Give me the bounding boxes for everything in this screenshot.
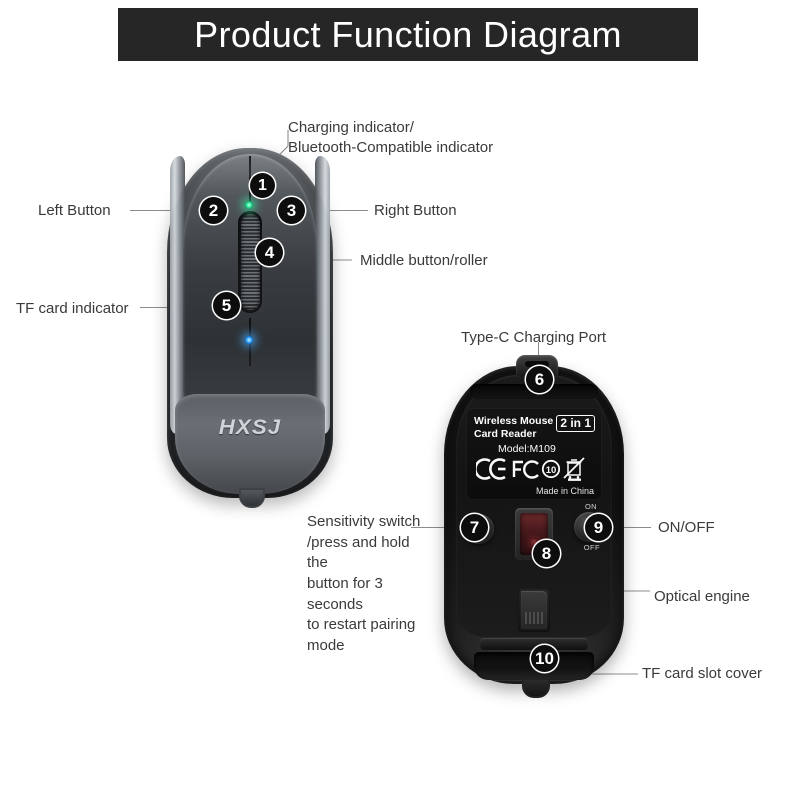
charging-indicator-led — [245, 201, 253, 209]
callout-label-3: Right Button — [374, 202, 457, 219]
mouse-top-right-chrome-rail — [315, 156, 330, 434]
brand-logo: HXSJ — [218, 416, 282, 439]
spec-label-origin: Made in China — [535, 486, 594, 496]
page-title: Product Function Diagram — [194, 13, 622, 55]
callout-badge-5[interactable]: 5 — [213, 292, 240, 319]
mouse-top-left-chrome-rail — [170, 156, 185, 434]
spec-label-line1: Wireless Mouse — [474, 415, 554, 427]
certification-marks-svg: 10 — [474, 457, 585, 481]
power-switch-off-label: OFF — [583, 543, 600, 552]
leader-line-7 — [411, 527, 459, 528]
callout-label-9: ON/OFF — [658, 519, 715, 536]
product-spec-label: Wireless Mouse Card Reader 2 in 1 Model:… — [466, 408, 602, 500]
callout-label-7-line2: /press and hold the — [307, 533, 410, 572]
callout-badge-7[interactable]: 7 — [461, 514, 488, 541]
leader-line-2 — [130, 210, 202, 211]
callout-label-10: TF card slot cover — [642, 665, 763, 682]
leader-line-9 — [597, 527, 651, 528]
two-in-one-badge: 2 in 1 — [556, 415, 595, 433]
weee-bar-icon — [568, 478, 581, 481]
callout-badge-8[interactable]: 8 — [533, 540, 560, 567]
mouse-top-view-illustration: HXSJ — [167, 148, 333, 508]
callout-label-5: TF card indicator — [16, 300, 129, 317]
callout-label-1-line2: Bluetooth-Compatible indicator — [288, 138, 494, 156]
callout-badge-9[interactable]: 9 — [585, 514, 612, 541]
rohs-10-mark-icon: 10 — [541, 459, 561, 479]
type-c-port-slot — [525, 361, 549, 367]
callout-badge-10[interactable]: 10 — [531, 645, 558, 672]
spec-label-model: Model:M109 — [498, 443, 556, 455]
callout-label-1: Charging indicator/ Bluetooth-Compatible… — [288, 118, 493, 158]
certification-marks: 10 — [474, 456, 592, 482]
tf-card-slot — [518, 588, 550, 632]
spec-label-product-name: Wireless Mouse Card Reader — [474, 415, 553, 441]
callout-label-6: Type-C Charging Port — [461, 329, 607, 346]
mouse-bottom-view-illustration: Wireless Mouse Card Reader 2 in 1 Model:… — [444, 355, 624, 698]
spec-label-line2: Card Reader — [474, 428, 537, 441]
callout-badge-4[interactable]: 4 — [256, 239, 283, 266]
mouse-bottom-tail-notch — [522, 678, 550, 698]
leader-line-3 — [300, 210, 368, 211]
fc-mark-icon — [512, 460, 539, 479]
callout-label-1-line1: Charging indicator/ — [288, 119, 414, 136]
scroll-wheel — [240, 214, 260, 310]
callout-label-7-line3: button for 3 seconds — [307, 575, 383, 613]
micro-sd-contacts — [525, 612, 543, 624]
ce-mark-icon — [474, 458, 506, 480]
svg-text:10: 10 — [546, 465, 557, 476]
mouse-top-tail-notch — [239, 488, 265, 508]
callout-badge-2[interactable]: 2 — [200, 197, 227, 224]
micro-sd-card — [521, 591, 547, 629]
callout-label-7-line1: Sensitivity switch — [307, 513, 421, 530]
page-title-bar: Product Function Diagram — [118, 8, 698, 61]
callout-label-4: Middle button/roller — [360, 252, 488, 269]
mouse-top-palm-rest: HXSJ — [175, 394, 325, 494]
callout-badge-6[interactable]: 6 — [526, 366, 553, 393]
optical-engine-aperture — [529, 537, 539, 547]
callout-label-8: Optical engine — [654, 588, 750, 605]
callout-label-2: Left Button — [38, 202, 111, 219]
callout-label-7: Sensitivity switch /press and hold the b… — [307, 512, 427, 657]
power-switch-on-label: ON — [584, 502, 597, 511]
callout-badge-1[interactable]: 1 — [250, 173, 275, 198]
tf-card-indicator-led — [245, 336, 253, 344]
callout-badge-3[interactable]: 3 — [278, 197, 305, 224]
mouse-bottom-foot-strip — [480, 638, 588, 650]
mouse-top-upper-seam — [249, 177, 251, 207]
callout-label-7-line4: to restart pairing mode — [307, 616, 416, 655]
weee-bin-icon — [563, 457, 585, 479]
